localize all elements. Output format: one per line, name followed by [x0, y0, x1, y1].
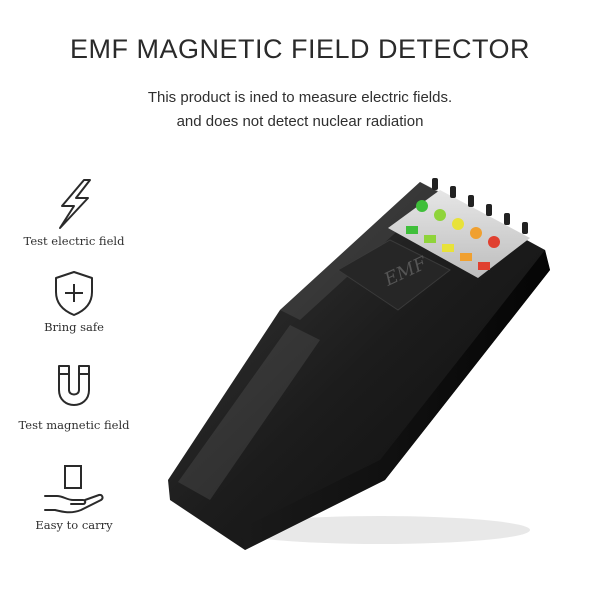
- led-bar-3: [442, 244, 454, 252]
- feature-label: Test magnetic field: [18, 418, 130, 432]
- led-bar-4: [460, 253, 472, 261]
- led-2: [434, 209, 446, 221]
- emf-detector-device: EMF: [168, 178, 550, 550]
- feature-easy-to-carry: Easy to carry: [4, 462, 144, 532]
- hand-holding-card-icon: [44, 465, 104, 514]
- led-5: [488, 236, 500, 248]
- led-bar-1: [406, 226, 418, 234]
- led-4: [470, 227, 482, 239]
- led-bar-2: [424, 235, 436, 243]
- feature-test-electric-field: Test electric field: [4, 176, 144, 248]
- led-row-bottom: [406, 226, 490, 270]
- device-side: [242, 250, 550, 550]
- page-title: EMF MAGNETIC FIELD DETECTOR: [69, 34, 531, 64]
- device-body: [168, 182, 550, 550]
- led-bar-5: [478, 262, 490, 270]
- led-panel: [388, 190, 530, 278]
- feature-label: Test electric field: [23, 234, 125, 248]
- feature-bring-safe: Bring safe: [4, 268, 144, 334]
- feature-test-magnetic-field: Test magnetic field: [4, 360, 144, 432]
- lightning-icon: [59, 179, 91, 229]
- subtitle-line-2: and does not detect nuclear radiation: [176, 113, 424, 130]
- shield-plus-icon: [55, 271, 93, 316]
- led-1: [416, 200, 428, 212]
- led-3: [452, 218, 464, 230]
- feature-label: Bring safe: [44, 320, 104, 334]
- feature-label: Easy to carry: [35, 518, 113, 532]
- subtitle-line-1: This product is ined to measure electric…: [147, 89, 453, 106]
- logo-panel: [337, 239, 451, 311]
- magnet-icon: [58, 365, 90, 406]
- led-row-top: [416, 200, 500, 248]
- subtitle: This product is ined to measure electric…: [0, 86, 600, 134]
